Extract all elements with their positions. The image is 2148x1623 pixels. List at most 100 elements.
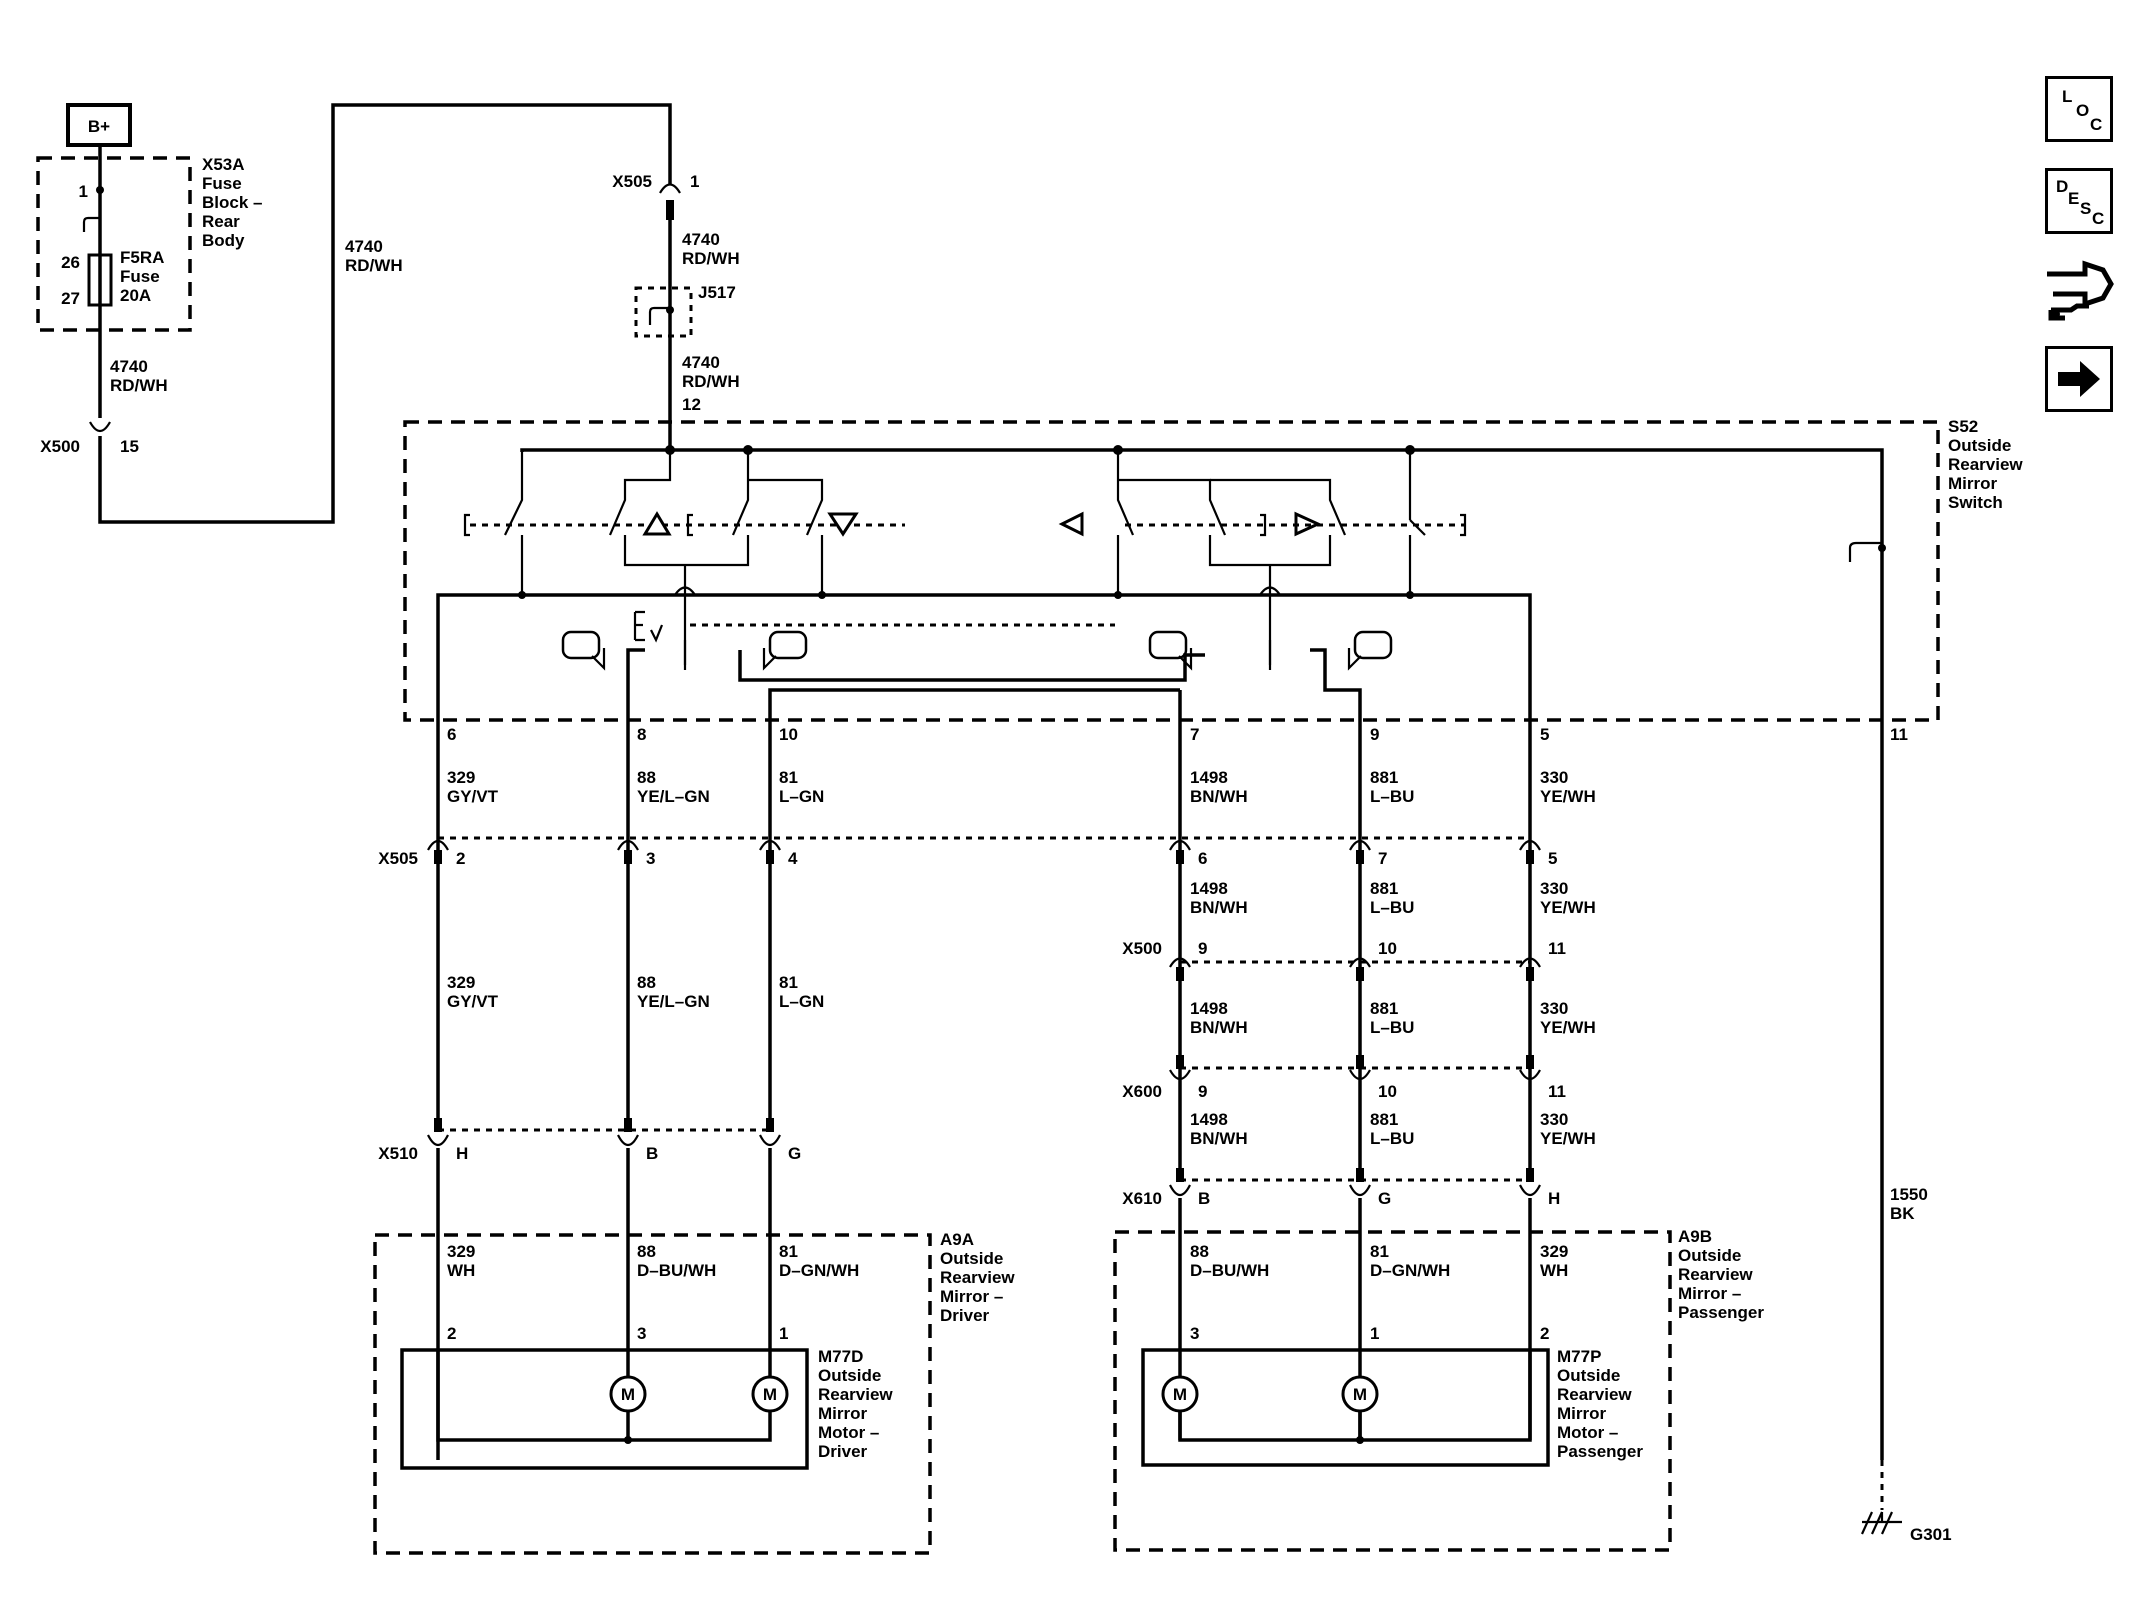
contact-1 [504, 450, 524, 536]
x510-pin-g: G [788, 1144, 801, 1163]
fuse-id: F5RA [120, 248, 164, 267]
x505-pin-7: 7 [1378, 849, 1387, 868]
sel-path-10 [768, 688, 1180, 720]
driver-motor-name-1: Outside [818, 1366, 881, 1385]
x505-terminals [427, 839, 1541, 864]
driver-motor-2-symbol: M [763, 1385, 777, 1404]
wire-color-1498-a: BN/WH [1190, 787, 1248, 806]
down-arrow-icon [827, 512, 859, 537]
wire-label-330-b: 330 [1540, 879, 1568, 898]
loc-button[interactable]: L O C [2045, 76, 2113, 142]
x510-id: X510 [378, 1144, 418, 1163]
fuse-block-name-2: Block – [202, 193, 262, 212]
wire-color-88-driver: D–BU/WH [637, 1261, 716, 1280]
driver-motor-name-4: Motor – [818, 1423, 879, 1442]
wire-color-330-d: YE/WH [1540, 1129, 1596, 1148]
driver-mirror-select-icon [561, 630, 606, 671]
passenger-mirror-name-1: Outside [1678, 1246, 1741, 1265]
switch-pin-6: 6 [447, 725, 456, 744]
j517-tap [648, 306, 670, 325]
wire-label-881-a: 881 [1370, 768, 1398, 787]
desc-letter-e: E [2068, 189, 2080, 208]
wire-color-330-c: YE/WH [1540, 1018, 1596, 1037]
driver-motor-name-2: Rearview [818, 1385, 893, 1404]
driver-mirror-name-4: Driver [940, 1306, 990, 1325]
driver-mirror-outline [373, 1233, 932, 1555]
sel-path-8 [626, 648, 645, 720]
x600-id: X600 [1122, 1082, 1162, 1101]
wire-color-329-a: GY/VT [447, 787, 499, 806]
feed-wire-circuit-4: 4740 [682, 353, 720, 372]
wire-color-330-a: YE/WH [1540, 787, 1596, 806]
passenger-motor-2-icon [1341, 1375, 1379, 1413]
passenger-motor-1-symbol: M [1173, 1385, 1187, 1404]
return-junction-2 [818, 591, 826, 599]
driver-motor-2-icon [751, 1375, 789, 1413]
switch-pin-5: 5 [1540, 725, 1549, 744]
switch-id: S52 [1948, 417, 1978, 436]
up-arrow-icon [642, 511, 672, 536]
x500-top-connector [89, 421, 111, 433]
x510-pin-h: H [456, 1144, 468, 1163]
feed-wire-color-3: RD/WH [682, 249, 740, 268]
connector-view-icon[interactable] [2045, 248, 2115, 328]
wire-label-330-c: 330 [1540, 999, 1568, 1018]
left-arrow-icon [1058, 511, 1084, 537]
wire-color-881-b: L–BU [1370, 898, 1414, 917]
wire-label-81-b: 81 [779, 973, 798, 992]
feed-wire-color-4: RD/WH [682, 372, 740, 391]
x505-pin-5: 5 [1548, 849, 1557, 868]
passenger-pin-2: 2 [1540, 1324, 1549, 1343]
wire-label-88-passenger: 88 [1190, 1242, 1209, 1261]
wire-label-329-a: 329 [447, 768, 475, 787]
contact-6-7-out [1208, 535, 1332, 567]
sel-path-9 [1310, 648, 1362, 720]
pin11-tap [1848, 541, 1882, 562]
wire-label-881-d: 881 [1370, 1110, 1398, 1129]
x610-terminals [1169, 1168, 1541, 1197]
wire-label-329-passenger: 329 [1540, 1242, 1568, 1261]
fuse-pin-in: 1 [79, 182, 88, 201]
x500-pin-10: 10 [1378, 939, 1397, 958]
passenger-motor-1-icon [1161, 1375, 1199, 1413]
fuse-junction [96, 186, 104, 194]
passenger-motor-name-3: Mirror [1557, 1404, 1607, 1423]
wire-color-329-driver: WH [447, 1261, 475, 1280]
contact-7 [1210, 478, 1347, 536]
wire-label-81-passenger: 81 [1370, 1242, 1389, 1261]
wire-label-81-a: 81 [779, 768, 798, 787]
desc-letter-s: S [2080, 199, 2092, 218]
wire-label-88-a: 88 [637, 768, 656, 787]
x505-id: X505 [378, 849, 418, 868]
switch-handle-3 [1260, 513, 1267, 537]
next-page-button[interactable] [2045, 346, 2113, 412]
passenger-mirror-name-2: Rearview [1678, 1265, 1753, 1284]
driver-pin-3: 3 [637, 1324, 646, 1343]
crossover-1 [674, 586, 696, 596]
x610-pin-h: H [1548, 1189, 1560, 1208]
x600-pin-11: 11 [1548, 1082, 1566, 1101]
wire-label-881-c: 881 [1370, 999, 1398, 1018]
x500-id: X500 [1122, 939, 1162, 958]
j517-junction [666, 306, 674, 314]
desc-button[interactable]: D E S C [2045, 168, 2113, 234]
ground-wire-color: BK [1890, 1204, 1915, 1223]
ground-icon [1860, 1511, 1902, 1535]
fuse-block-name-1: Fuse [202, 174, 242, 193]
wire-color-1498-b: BN/WH [1190, 898, 1248, 917]
fuse-block-outline [36, 156, 192, 332]
wire-color-1498-c: BN/WH [1190, 1018, 1248, 1037]
switch-handle-2 [686, 513, 693, 537]
wire-label-1498-b: 1498 [1190, 879, 1228, 898]
driver-motor-1-symbol: M [621, 1385, 635, 1404]
passenger-mirror-name-4: Passenger [1678, 1303, 1764, 1322]
wire-label-329-driver: 329 [447, 1242, 475, 1261]
fuse-type: Fuse [120, 267, 160, 286]
driver-mirror-name-1: Outside [940, 1249, 1003, 1268]
wire-color-81-b: L–GN [779, 992, 824, 1011]
switch-handle-4 [1460, 513, 1467, 537]
return-junction-3 [1114, 591, 1122, 599]
wire-color-88-b: YE/L–GN [637, 992, 710, 1011]
passenger-mirror-outline [1113, 1230, 1672, 1552]
